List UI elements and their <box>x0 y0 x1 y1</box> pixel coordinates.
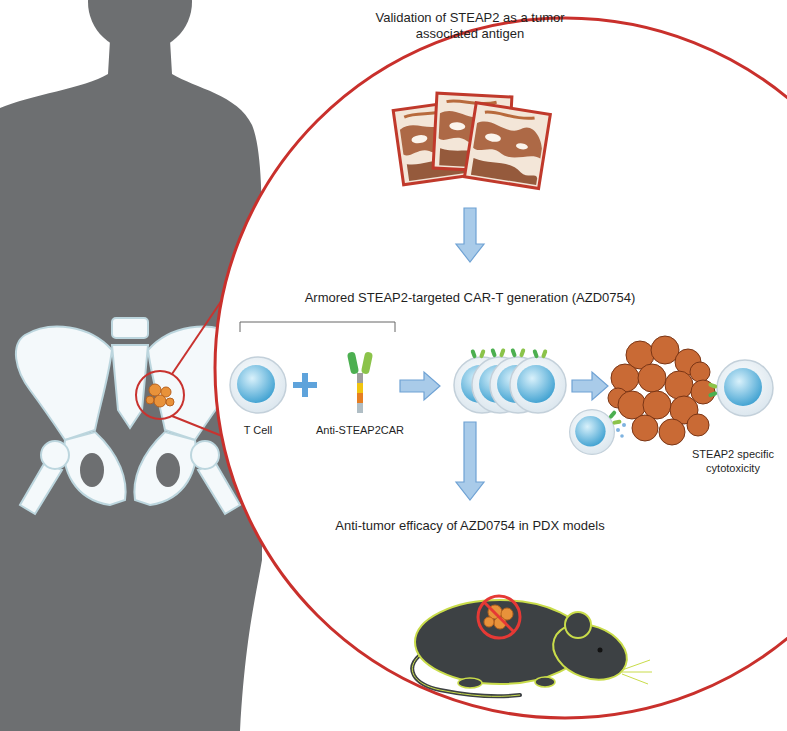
pelvis-ilium <box>16 327 112 440</box>
mouse <box>412 596 652 696</box>
whisker <box>622 672 652 673</box>
car-receptor <box>532 349 548 359</box>
car-t-cell <box>510 357 566 413</box>
mouse-ear <box>565 612 591 638</box>
pubis <box>64 432 126 505</box>
car-receptor <box>510 348 526 358</box>
component-label-box: T Cell <box>223 424 293 438</box>
mouse-eye <box>598 648 603 653</box>
whisker <box>622 660 650 670</box>
obturator-hole <box>156 453 180 487</box>
tumor-cell <box>665 371 693 399</box>
histology-image <box>465 103 551 189</box>
flow-arrow <box>456 422 484 500</box>
car-domain <box>357 393 363 403</box>
car-domain <box>347 351 359 374</box>
stage-heading: Anti-tumor efficacy of AZD0754 in PDX mo… <box>335 518 604 533</box>
car-construct <box>347 351 373 413</box>
car-domain <box>361 351 373 374</box>
car-domain <box>357 383 363 393</box>
flow-arrow <box>572 372 608 400</box>
bracket <box>240 322 395 332</box>
component-label: Anti-STEAP2CAR <box>316 424 404 436</box>
car-t-cell <box>717 360 773 416</box>
car-domain <box>357 403 363 413</box>
tumor-cell <box>611 364 639 392</box>
flow-arrow <box>400 372 440 400</box>
sacrum <box>112 345 148 428</box>
tumor-cell <box>149 384 161 396</box>
stage-heading-box: Armored STEAP2-targeted CAR-T generation… <box>250 290 690 306</box>
plus-sign <box>302 373 308 397</box>
granule <box>620 434 624 438</box>
prohibition-slash <box>484 602 514 632</box>
component-label: T Cell <box>244 424 273 436</box>
component-label-box: STEAP2 specific cytotoxicity <box>684 448 782 476</box>
car-receptor <box>708 382 718 398</box>
vertebra <box>112 318 148 338</box>
whisker <box>622 674 648 684</box>
stage-heading-box: Validation of STEAP2 as a tumor associat… <box>360 10 580 43</box>
t-cell <box>230 357 286 413</box>
tumor-cell <box>687 414 709 436</box>
mouse-foot <box>458 678 482 688</box>
tumor-cell <box>632 415 658 441</box>
car-hinge <box>357 373 363 383</box>
zoom-circle <box>136 371 184 419</box>
flow-arrow <box>456 208 484 262</box>
femur-head <box>41 441 69 469</box>
zoom-line <box>172 416 222 436</box>
component-label-box: Anti-STEAP2CAR <box>305 424 415 438</box>
mouse-foot <box>535 677 555 687</box>
femur-head <box>191 441 219 469</box>
prohibition-sign <box>478 596 520 638</box>
car-receptor <box>490 348 506 358</box>
pubis <box>134 432 196 505</box>
car-receptor <box>607 409 623 427</box>
component-label: STEAP2 specific cytotoxicity <box>692 448 774 474</box>
granule <box>616 428 620 432</box>
obturator-hole <box>80 453 104 487</box>
tumor-cell <box>618 391 646 419</box>
car-t-cell <box>570 410 615 455</box>
tumor-cell <box>166 398 174 406</box>
tumor-cell <box>690 362 710 382</box>
car-receptor <box>470 349 486 359</box>
stage-heading-box: Anti-tumor efficacy of AZD0754 in PDX mo… <box>250 518 690 534</box>
tumor-cell <box>638 364 666 392</box>
tumor-cell <box>484 617 494 627</box>
granule <box>622 423 626 427</box>
tumor-cell <box>154 395 166 407</box>
stage-heading: Validation of STEAP2 as a tumor associat… <box>375 10 564 41</box>
tumor-cell <box>659 419 685 445</box>
zoom-panel <box>215 18 787 718</box>
stage-heading: Armored STEAP2-targeted CAR-T generation… <box>305 290 636 305</box>
tumor-cell <box>146 396 154 404</box>
